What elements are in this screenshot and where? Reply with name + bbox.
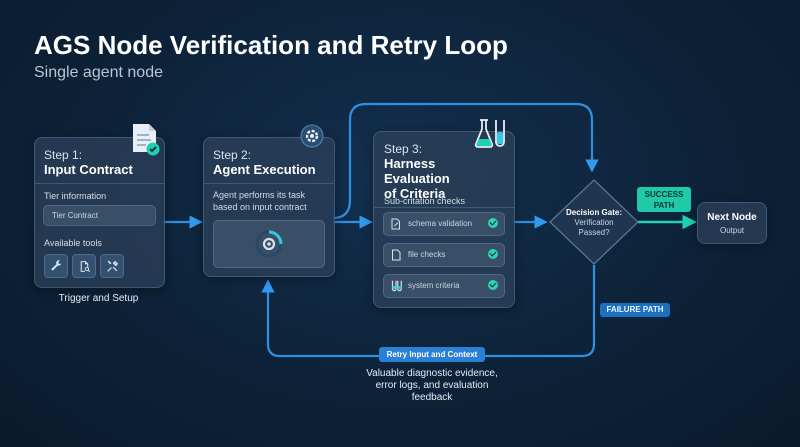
file-icon: [392, 249, 401, 261]
check-label-schema: schema validation: [408, 219, 473, 228]
failure-label: FAILURE PATH: [606, 305, 664, 314]
gate-line1: Decision Gate:: [565, 208, 622, 217]
tools-icon: [100, 254, 124, 278]
doc-edit-icon: [391, 218, 400, 230]
step2-title: Agent Execution: [213, 162, 316, 177]
check-row-files: file checks: [383, 243, 505, 267]
gear-icon: [300, 124, 324, 153]
step2-description-line2: based on input contract: [213, 202, 307, 212]
success-path-badge: SUCCESS PATH: [637, 187, 691, 212]
check-icon: [488, 218, 498, 228]
gate-line3: Passed?: [578, 228, 610, 237]
wrench-icon: [44, 254, 68, 278]
decision-gate-label: Decision Gate: Verification Passed?: [555, 208, 633, 238]
tier-contract-field: Tier Contract: [43, 205, 156, 226]
arrow-bypass-to-gate: [332, 102, 599, 220]
sub-criteria-label: Sub-critation checks: [384, 196, 466, 206]
page-title: AGS Node Verification and Retry Loop: [34, 30, 508, 60]
spinner-gear-icon: [255, 230, 283, 258]
tier-info-label: Tier information: [44, 191, 107, 201]
retry-caption-line3: feedback: [411, 392, 453, 403]
check-icon: [488, 280, 498, 290]
step1-title: Input Contract: [44, 162, 133, 177]
decision-gate-diamond: [549, 179, 639, 265]
step1-number: Step 1:: [44, 148, 83, 162]
retry-badge: Retry Input and Context: [379, 347, 485, 362]
step1-card: Step 1: Input Contract Tier information …: [34, 137, 165, 288]
check-label-system: system criteria: [408, 281, 460, 290]
failure-path-badge: FAILURE PATH: [600, 303, 670, 317]
next-node-card: Next Node Output: [697, 202, 767, 244]
step2-description-line1: Agent performs its task: [213, 190, 306, 200]
step3-number: Step 3:: [384, 142, 423, 156]
retry-caption-line1: Valuable diagnostic evidence,: [366, 368, 498, 379]
success-line1: SUCCESS: [644, 190, 684, 199]
retry-caption: Valuable diagnostic evidence, error logs…: [337, 368, 527, 404]
gate-line2: Verification: [574, 218, 614, 227]
step3-title-line1: Harness Evaluation: [384, 156, 450, 186]
success-line2: PATH: [653, 201, 675, 210]
test-tubes-icon: [391, 280, 402, 292]
execution-status-panel: [213, 220, 325, 268]
check-label-files: file checks: [408, 250, 446, 259]
document-check-icon: [130, 122, 160, 161]
available-tools-label: Available tools: [44, 238, 102, 248]
check-row-system: system criteria: [383, 274, 505, 298]
retry-caption-line2: error logs, and evaluation: [375, 380, 489, 391]
tier-contract-value: Tier Contract: [52, 211, 98, 220]
step3-title-line2: of Criteria: [384, 186, 446, 201]
retry-label: Retry Input and Context: [386, 350, 478, 359]
doc-search-icon: [72, 254, 96, 278]
check-row-schema: schema validation: [383, 212, 505, 236]
step2-card: Step 2: Agent Execution Agent performs i…: [203, 137, 335, 277]
next-node-title: Next Node: [707, 212, 757, 223]
next-node-subtitle: Output: [719, 226, 744, 235]
step1-caption: Trigger and Setup: [58, 293, 139, 304]
step2-number: Step 2:: [213, 148, 252, 162]
step3-card: Step 3: Harness Evaluation of Criteria S…: [373, 131, 515, 308]
flask-icon: [474, 118, 508, 153]
page-subtitle: Single agent node: [34, 64, 163, 81]
check-icon: [488, 249, 498, 259]
